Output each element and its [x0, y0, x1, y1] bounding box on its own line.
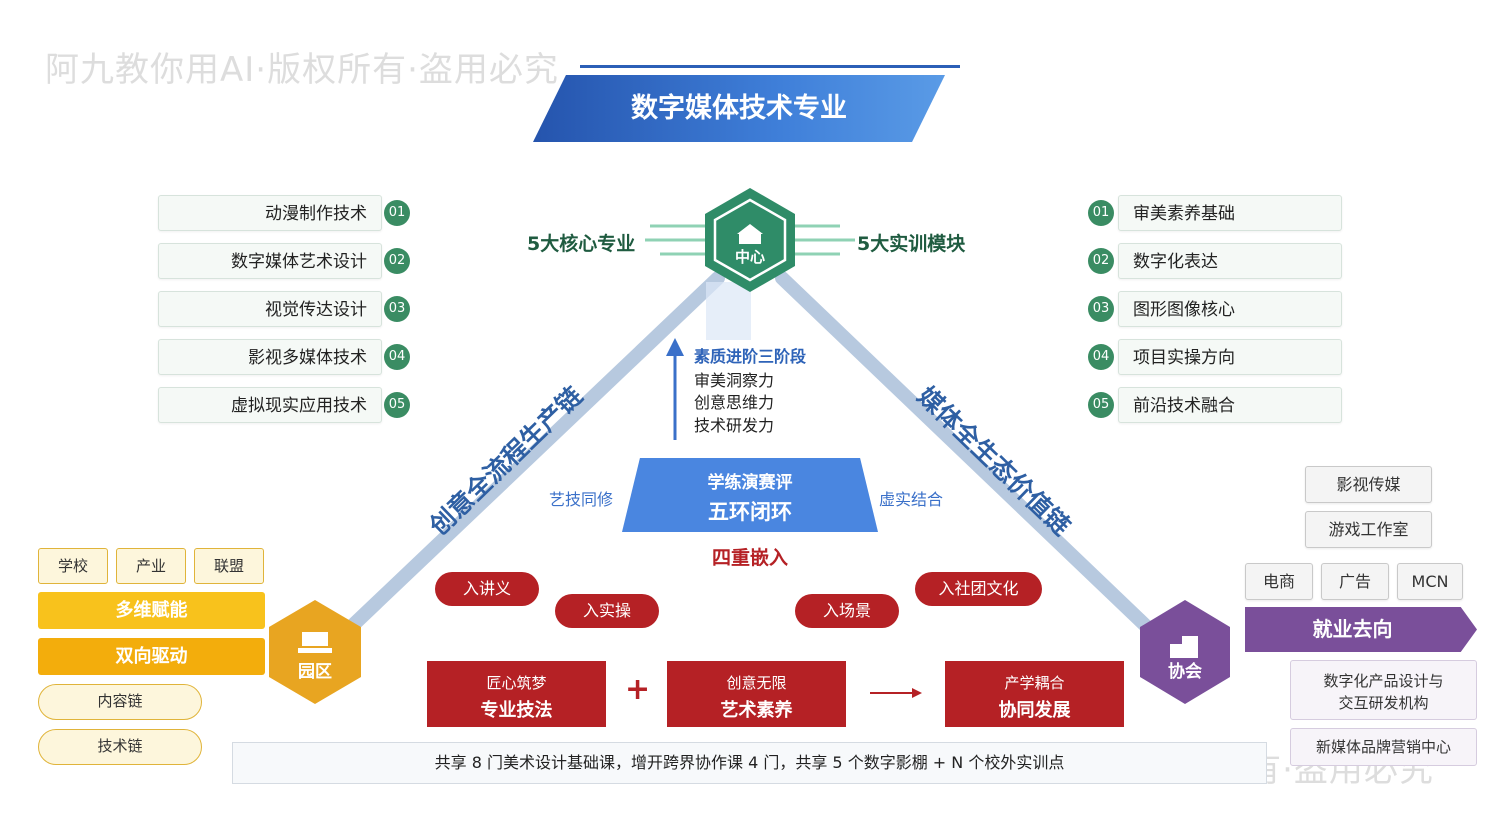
- right-tag: 广告: [1321, 563, 1389, 600]
- loop-left-label: 艺技同修: [549, 490, 614, 509]
- left-list-number: 05: [384, 392, 410, 418]
- training-modules-label: 5大实训模块: [857, 233, 966, 255]
- building-icon: [298, 632, 332, 653]
- right-tag: 电商: [1245, 563, 1313, 600]
- embed-label: 四重嵌入: [711, 547, 788, 569]
- pill: 入场景: [795, 594, 899, 628]
- right-list-number: 03: [1088, 296, 1114, 322]
- pill: 入讲义: [435, 572, 539, 606]
- left-tag: 产业: [116, 548, 186, 584]
- red-box-line1: 创意无限: [726, 674, 787, 692]
- right-list-item: 审美素养基础: [1118, 195, 1342, 231]
- left-list-item: 动漫制作技术: [158, 195, 382, 231]
- left-list-item: 虚拟现实应用技术: [158, 387, 382, 423]
- right-list-item: 项目实操方向: [1118, 339, 1342, 375]
- blocks-icon: [1170, 636, 1198, 658]
- pill: 入实操: [555, 594, 659, 628]
- left-round-tag: 内容链: [38, 684, 202, 720]
- red-box-line2: 艺术素养: [720, 700, 793, 721]
- right-list-number: 04: [1088, 344, 1114, 370]
- core-majors-label: 5大核心专业: [527, 233, 636, 255]
- right-tag: 影视传媒: [1305, 466, 1432, 503]
- loop-line1: 学练演赛评: [707, 473, 793, 493]
- red-box-line1: 产学耦合: [1004, 674, 1065, 692]
- employment-box: 新媒体品牌营销中心: [1290, 728, 1477, 766]
- stage-item: 创意思维力: [694, 393, 775, 412]
- left-list-item: 视觉传达设计: [158, 291, 382, 327]
- right-tag: MCN: [1397, 563, 1463, 600]
- employment-label: 就业去向: [1312, 617, 1393, 641]
- right-list-number: 02: [1088, 248, 1114, 274]
- red-box-line1: 匠心筑梦: [486, 674, 547, 692]
- red-box: 创意无限 艺术素养: [667, 661, 846, 727]
- red-box-line2: 专业技法: [480, 700, 553, 721]
- stages-title: 素质进阶三阶段: [694, 347, 807, 366]
- red-box-line2: 协同发展: [998, 700, 1071, 721]
- association-label: 协会: [1168, 662, 1202, 682]
- red-box: 匠心筑梦 专业技法: [427, 661, 606, 727]
- home-icon: [737, 224, 763, 244]
- title-line: [580, 65, 960, 68]
- right-list-item: 前沿技术融合: [1118, 387, 1342, 423]
- red-box: 产学耦合 协同发展: [945, 661, 1124, 727]
- pill: 入社团文化: [915, 572, 1042, 606]
- left-tag: 联盟: [194, 548, 264, 584]
- right-list-number: 05: [1088, 392, 1114, 418]
- left-tag: 学校: [38, 548, 108, 584]
- left-list-number: 02: [384, 248, 410, 274]
- employment-box: 数字化产品设计与 交互研发机构: [1290, 660, 1477, 720]
- loop-right-label: 虚实结合: [879, 490, 944, 509]
- loop-line2: 五环闭环: [708, 500, 792, 524]
- left-round-tag: 技术链: [38, 729, 202, 765]
- stage-item: 审美洞察力: [694, 371, 775, 390]
- title-banner: [533, 75, 945, 142]
- right-list-number: 01: [1088, 200, 1114, 226]
- left-list-number: 03: [384, 296, 410, 322]
- loop-trapezoid: [622, 458, 878, 532]
- plus-sign: +: [625, 672, 651, 707]
- right-tag: 游戏工作室: [1305, 511, 1432, 548]
- left-list-number: 01: [384, 200, 410, 226]
- left-bar: 双向驱动: [38, 638, 265, 675]
- left-bar: 多维赋能: [38, 592, 265, 629]
- stage-item: 技术研发力: [694, 416, 775, 435]
- center-label: 中心: [734, 248, 765, 266]
- right-list-item: 图形图像核心: [1118, 291, 1342, 327]
- park-label: 园区: [298, 662, 332, 682]
- left-list-item: 数字媒体艺术设计: [158, 243, 382, 279]
- page-title: 数字媒体技术专业: [631, 93, 847, 124]
- watermark-top: 阿九教你用AI·版权所有·盗用必究: [45, 50, 559, 90]
- left-list-item: 影视多媒体技术: [158, 339, 382, 375]
- bottom-bar: 共享 8 门美术设计基础课，增开跨界协作课 4 门，共享 5 个数字影棚 + N…: [232, 742, 1267, 784]
- left-list-number: 04: [384, 344, 410, 370]
- right-list-item: 数字化表达: [1118, 243, 1342, 279]
- employment-arrow: [1245, 607, 1477, 652]
